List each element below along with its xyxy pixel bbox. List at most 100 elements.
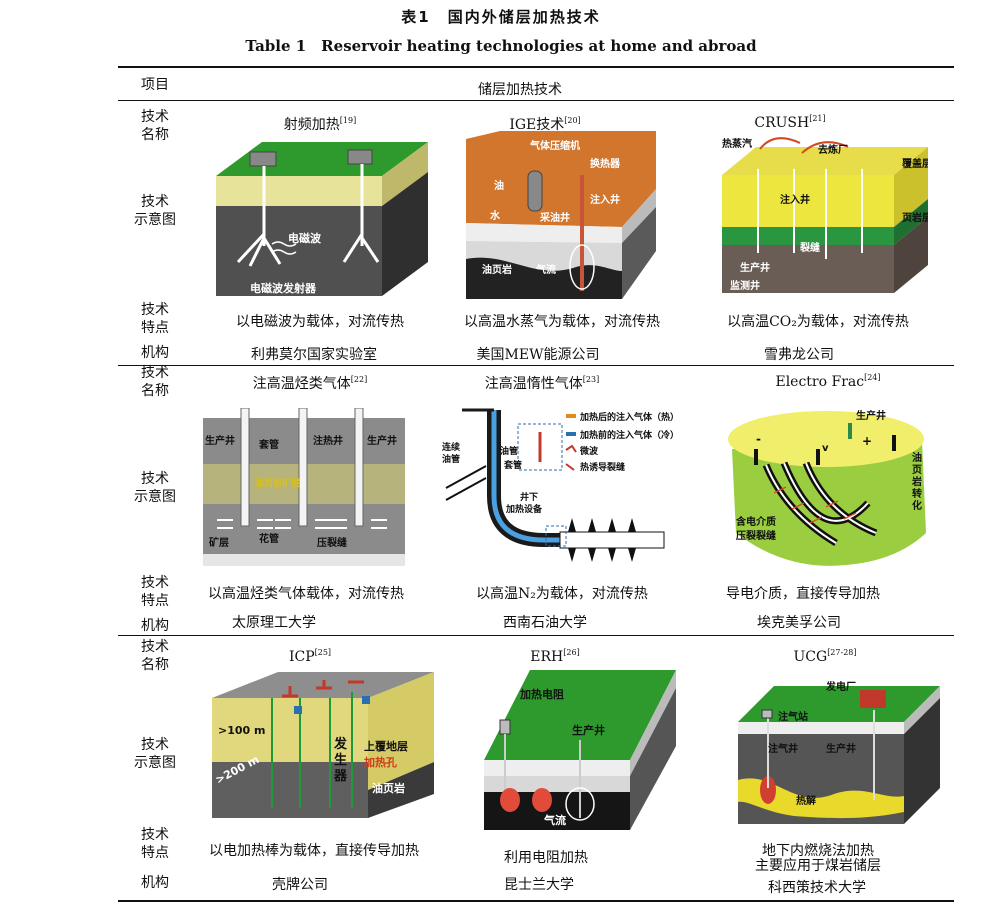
hc-label-screen: 花管	[259, 532, 279, 545]
ig-label-cold-gas: 加热前的注入气体（冷）	[579, 429, 679, 441]
icp-label-gen-1: 发	[333, 736, 348, 752]
tech-name-hydrocarbon-gas: 注高温烃类气体[22]	[252, 375, 368, 392]
ige-label-water: 水	[489, 209, 501, 222]
header-rule	[118, 100, 954, 101]
ef-label-plus: +	[862, 434, 872, 448]
ef-label-oilshale-3: 岩	[911, 475, 922, 488]
table-bottom-rule	[118, 900, 954, 902]
tech-name-ucg: UCG[27-28]	[793, 648, 857, 665]
row-rule-2	[118, 635, 954, 636]
ige-label-exchanger: 换热器	[590, 157, 621, 170]
icp-label-heater-hole: 加热孔	[363, 755, 397, 769]
rf-label-wave: 电磁波	[288, 231, 322, 245]
hc-label-ore: 矿层	[209, 536, 229, 549]
tech-feature-erh: 利用电阻加热	[504, 850, 588, 866]
crush-label-monitor: 监测井	[730, 279, 760, 292]
icp-label-overburden: 上覆地层	[364, 739, 408, 753]
tech-feature-ucg: 地下内燃烧法加热	[762, 843, 874, 859]
row-label-feature: 技术特点	[141, 302, 169, 336]
crush-label-shale: 页岩层	[902, 211, 928, 224]
tech-name-ige: IGE技术[20]	[509, 116, 581, 133]
tech-org-crush: 雪弗龙公司	[764, 347, 834, 363]
rf-label-emitter: 电磁波发射器	[250, 281, 317, 295]
hc-label-orebed: 油页岩矿层	[255, 477, 300, 489]
row-label-diagram: 技术示意图	[134, 471, 176, 505]
tech-feature-rf: 以电磁波为载体，对流传热	[236, 314, 404, 330]
header-title: 储层加热技术	[478, 82, 562, 98]
ig-label-crack: 热诱导裂缝	[580, 461, 625, 473]
tech-org-hydrocarbon-gas: 太原理工大学	[232, 615, 316, 631]
tech-org-ige: 美国MEW能源公司	[476, 347, 600, 363]
hc-label-frac: 压裂缝	[317, 536, 347, 549]
ucg-label-producer: 生产井	[826, 742, 856, 755]
ige-label-gasflow: 气流	[535, 263, 556, 276]
ig-label-microwave: 微波	[579, 445, 599, 457]
diagram-erh: 加热电阻 生产井 气流	[480, 660, 676, 832]
ig-label-heater: 加热设备	[505, 503, 543, 515]
ef-label-v: v	[822, 443, 829, 454]
ucg-label-plant: 发电厂	[825, 680, 856, 693]
tech-name-electrofrac: Electro Frac[24]	[775, 373, 881, 390]
header-item-label: 项目	[141, 77, 169, 93]
ig-label-tubing: 油管	[500, 445, 518, 457]
tech-name-crush: CRUSH[21]	[754, 114, 826, 131]
icp-label-100m: >100 m	[218, 724, 265, 737]
tech-feature-icp: 以电加热棒为载体，直接传导加热	[209, 843, 419, 859]
caption-cn: 表1 国内外储层加热技术	[401, 8, 601, 26]
tech-org-rf: 利弗莫尔国家实验室	[251, 347, 377, 363]
ef-label-medium: 含电介质	[736, 515, 776, 528]
row-label-org: 机构	[141, 875, 169, 891]
ige-label-oilshale: 油页岩	[482, 263, 512, 276]
diagram-ucg: 发电厂 注气站 注气井 生产井 热解	[734, 660, 940, 826]
ig-label-downhole: 井下	[520, 491, 538, 503]
diagram-icp: >100 m 发 生 器 上覆地层 加热孔 >200 m 油页岩	[212, 672, 434, 822]
tech-feature-electrofrac: 导电介质，直接传导加热	[726, 586, 880, 602]
ef-label-oilshale-5: 化	[912, 499, 922, 512]
ige-label-compressor: 气体压缩机	[529, 139, 580, 152]
row-label-feature: 技术特点	[141, 575, 169, 609]
hc-label-producer-1: 生产井	[205, 434, 235, 447]
tech-feature-hydrocarbon-gas: 以高温烃类气体载体，对流传热	[208, 586, 404, 602]
hc-label-injector: 注热井	[313, 434, 343, 447]
tech-name-erh: ERH[26]	[530, 648, 580, 665]
ige-label-oil: 油	[494, 179, 504, 192]
tech-org-inert-gas: 西南石油大学	[503, 615, 587, 631]
row-label-name: 技术名称	[141, 365, 169, 399]
ige-label-producer: 采油井	[539, 211, 570, 224]
ig-label-hot-gas: 加热后的注入气体（热）	[579, 411, 679, 423]
ef-label-producer: 生产井	[856, 409, 886, 422]
ig-label-coiled-1: 连续	[442, 441, 460, 453]
crush-label-refinery: 去炼厂	[818, 143, 848, 156]
row-label-org: 机构	[141, 618, 169, 634]
tech-org-ucg: 科西策技术大学	[768, 880, 866, 896]
diagram-rf: 电磁波 电磁波发射器	[216, 138, 428, 300]
table-top-rule	[118, 66, 954, 68]
tech-name-inert-gas: 注高温惰性气体[23]	[484, 375, 600, 392]
tech-org-electrofrac: 埃克美孚公司	[757, 615, 841, 631]
row-rule-1	[118, 365, 954, 366]
ef-label-oilshale-4: 转	[912, 487, 922, 500]
tech-name-icp: ICP[25]	[288, 648, 332, 665]
row-label-name: 技术名称	[141, 639, 169, 673]
icp-label-gen-2: 生	[334, 752, 347, 768]
row-label-diagram: 技术示意图	[134, 194, 176, 228]
ucg-label-injector: 注气井	[768, 742, 798, 755]
hc-label-producer-2: 生产井	[367, 434, 397, 447]
ucg-label-pyrolysis: 热解	[796, 794, 816, 807]
row-label-diagram: 技术示意图	[134, 737, 176, 771]
diagram-electrofrac: 生产井 - v + 油 页 岩 转 化 含电介质 压裂裂缝	[726, 393, 932, 573]
ef-label-minus: -	[756, 432, 761, 446]
crush-label-steam: 热蒸汽	[722, 137, 752, 150]
crush-label-fracture: 裂缝	[799, 241, 820, 254]
row-label-org: 机构	[141, 345, 169, 361]
erh-label-gasflow: 气流	[543, 813, 566, 827]
tech-org-icp: 壳牌公司	[272, 877, 328, 893]
crush-label-producer: 生产井	[740, 261, 770, 274]
hc-label-casing: 套管	[258, 438, 279, 451]
row-label-name: 技术名称	[141, 109, 169, 143]
ucg-label-station: 注气站	[778, 710, 808, 723]
ef-label-oilshale-1: 油	[912, 451, 922, 464]
ef-label-fracture: 压裂裂缝	[736, 529, 776, 542]
diagram-inert-gas: 加热后的注入气体（热） 加热前的注入气体（冷） 微波 热诱导裂缝 连续 油管 油…	[442, 404, 680, 576]
tech-feature-ige: 以高温水蒸气为载体，对流传热	[464, 314, 660, 330]
